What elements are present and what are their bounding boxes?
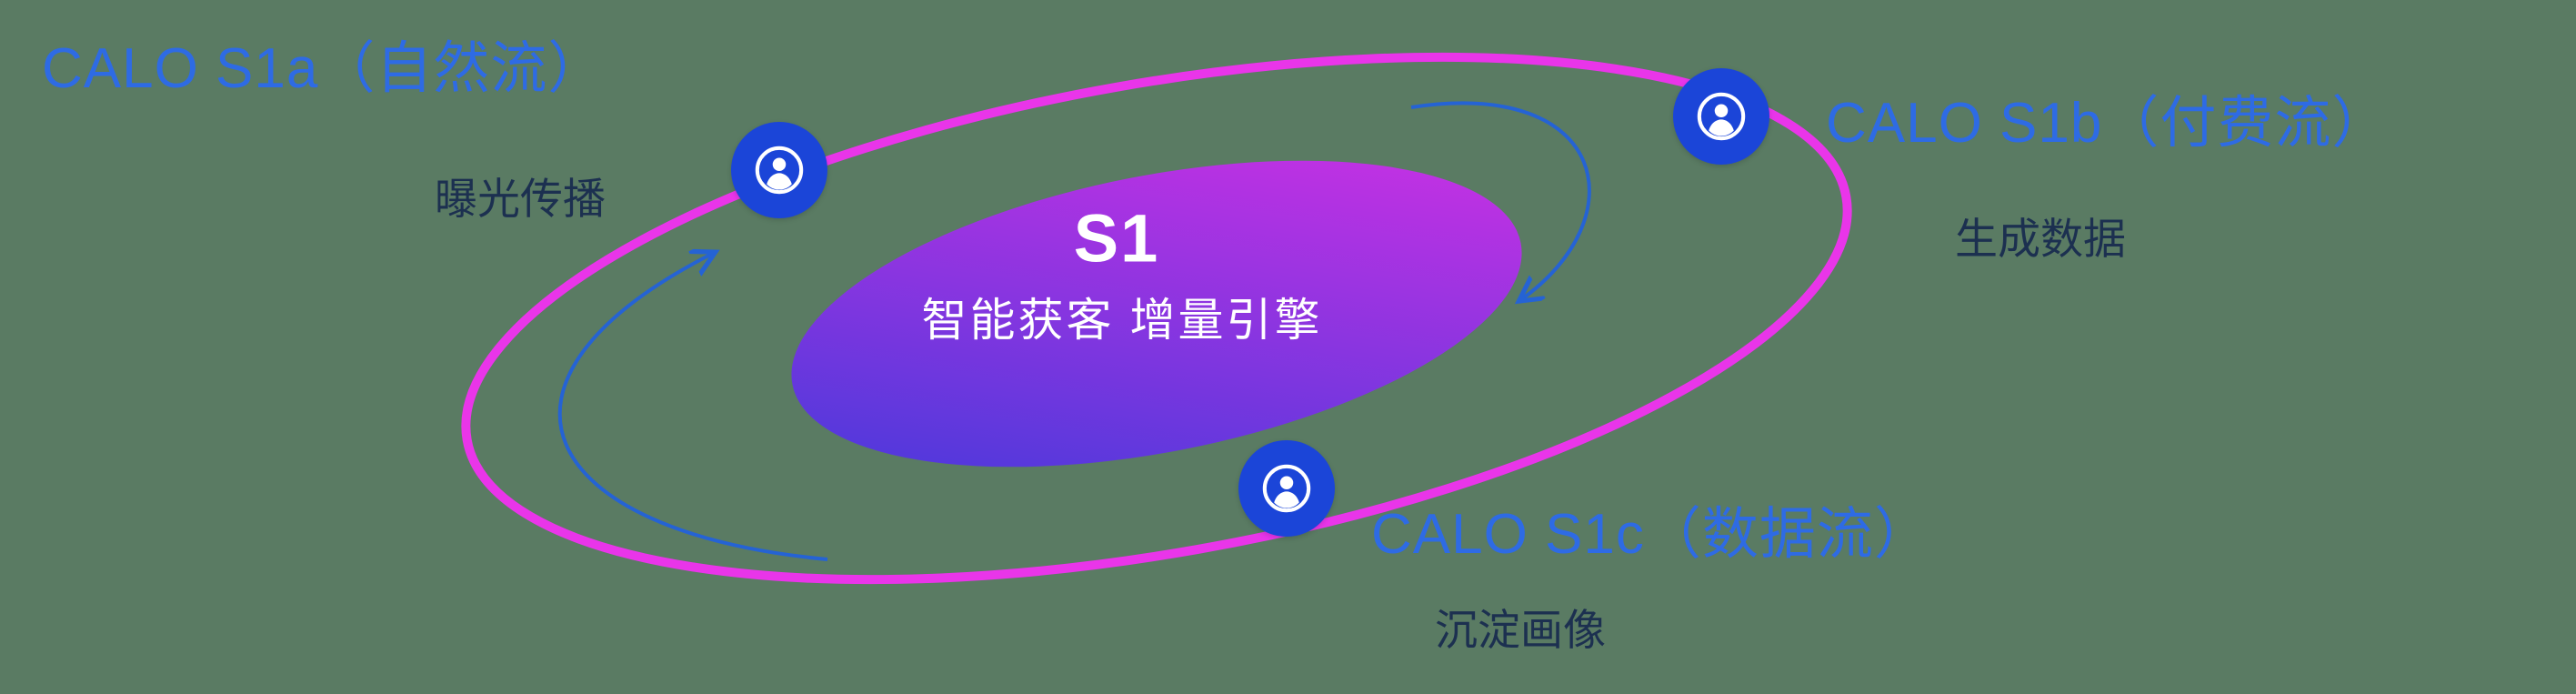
orbit-ring bbox=[461, 52, 1852, 585]
node-s1b bbox=[1673, 68, 1769, 165]
label-s1b-subtitle: 生成数据 bbox=[1955, 215, 2126, 263]
flow-arrow-left bbox=[557, 253, 828, 561]
center-subtitle: 智能获客 增量引擎 bbox=[921, 295, 1323, 346]
node-s1a bbox=[731, 122, 827, 218]
label-s1c-subtitle: 沉淀画像 bbox=[1435, 606, 1606, 654]
user-icon bbox=[1260, 462, 1313, 515]
user-icon bbox=[753, 144, 806, 196]
node-s1c bbox=[1238, 440, 1335, 537]
label-s1a-subtitle: 曝光传播 bbox=[435, 175, 606, 223]
user-icon bbox=[1695, 90, 1748, 143]
flow-arrow-right bbox=[1410, 101, 1591, 300]
center-title: S1 bbox=[1073, 200, 1160, 277]
label-s1b-title: CALO S1b（付费流） bbox=[1826, 92, 2390, 155]
core-ellipse bbox=[791, 160, 1522, 468]
label-s1c-title: CALO S1c（数据流） bbox=[1371, 503, 1931, 566]
label-s1a-title: CALO S1a（自然流） bbox=[42, 37, 606, 100]
